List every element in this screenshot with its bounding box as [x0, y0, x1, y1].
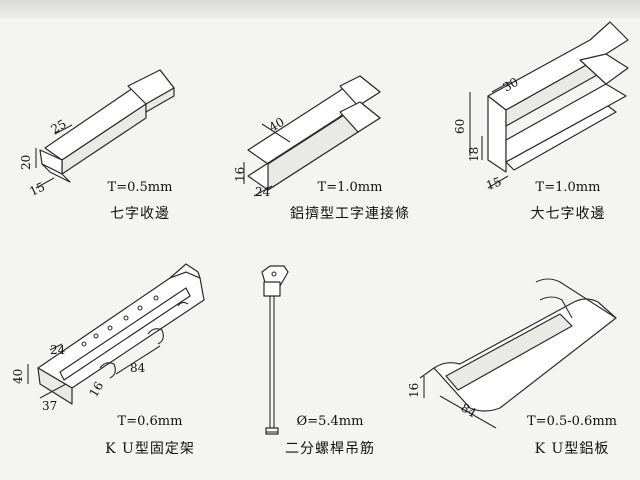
- item-6-drawing: 16 84: [407, 278, 617, 429]
- item-4-dim-a: 24: [50, 343, 66, 357]
- item-4-dim-b: 40: [11, 369, 25, 384]
- item-4-thickness: T=0.6mm: [117, 414, 183, 429]
- item-4-drawing: 24 40 84 16 37: [11, 263, 205, 413]
- item-3-dim-a: 30: [501, 75, 521, 95]
- item-3-dim-d: 15: [484, 174, 503, 192]
- item-4-dim-c: 84: [130, 361, 146, 375]
- item-1-dim-c: 15: [27, 180, 47, 199]
- item-5-drawing: [261, 265, 289, 435]
- item-6-thickness: T=0.5-0.6mm: [527, 414, 617, 429]
- item-1-dim-b: 20: [19, 155, 33, 170]
- item-5-name: 二分螺桿吊筋: [285, 441, 375, 457]
- item-3-dim-b: 60: [453, 119, 467, 134]
- item-2-name: 鋁擠型工字連接條: [290, 206, 410, 222]
- item-6-dim-b: 84: [459, 400, 480, 420]
- scanned-header-strip: [0, 0, 640, 18]
- item-2-thickness: T=1.0mm: [317, 180, 383, 195]
- item-4-dim-e: 37: [42, 399, 57, 413]
- item-1-name: 七字收邊: [110, 206, 170, 222]
- item-5-thickness: Ø=5.4mm: [296, 414, 364, 429]
- item-6-dim-a: 16: [407, 383, 421, 398]
- item-1-dim-a: 25: [49, 117, 69, 137]
- item-1-thickness: T=0.5mm: [107, 180, 173, 195]
- item-2-dim-b: 16: [233, 167, 247, 182]
- item-2-dim-a: 40: [267, 115, 287, 135]
- item-4-dim-d: 16: [86, 379, 106, 399]
- item-3-drawing: 30 60 18 15: [453, 21, 629, 193]
- item-6-name: K U型鋁板: [534, 441, 610, 457]
- item-3-name: 大七字收邊: [530, 206, 606, 222]
- item-3-thickness: T=1.0mm: [535, 180, 601, 195]
- item-4-name: K U型固定架: [105, 441, 195, 457]
- item-1-drawing: 25 20 15: [19, 69, 175, 199]
- item-2-dim-c: 24: [255, 185, 271, 199]
- item-3-dim-c: 18: [467, 147, 481, 162]
- item-2-drawing: 40 16 24: [233, 75, 381, 199]
